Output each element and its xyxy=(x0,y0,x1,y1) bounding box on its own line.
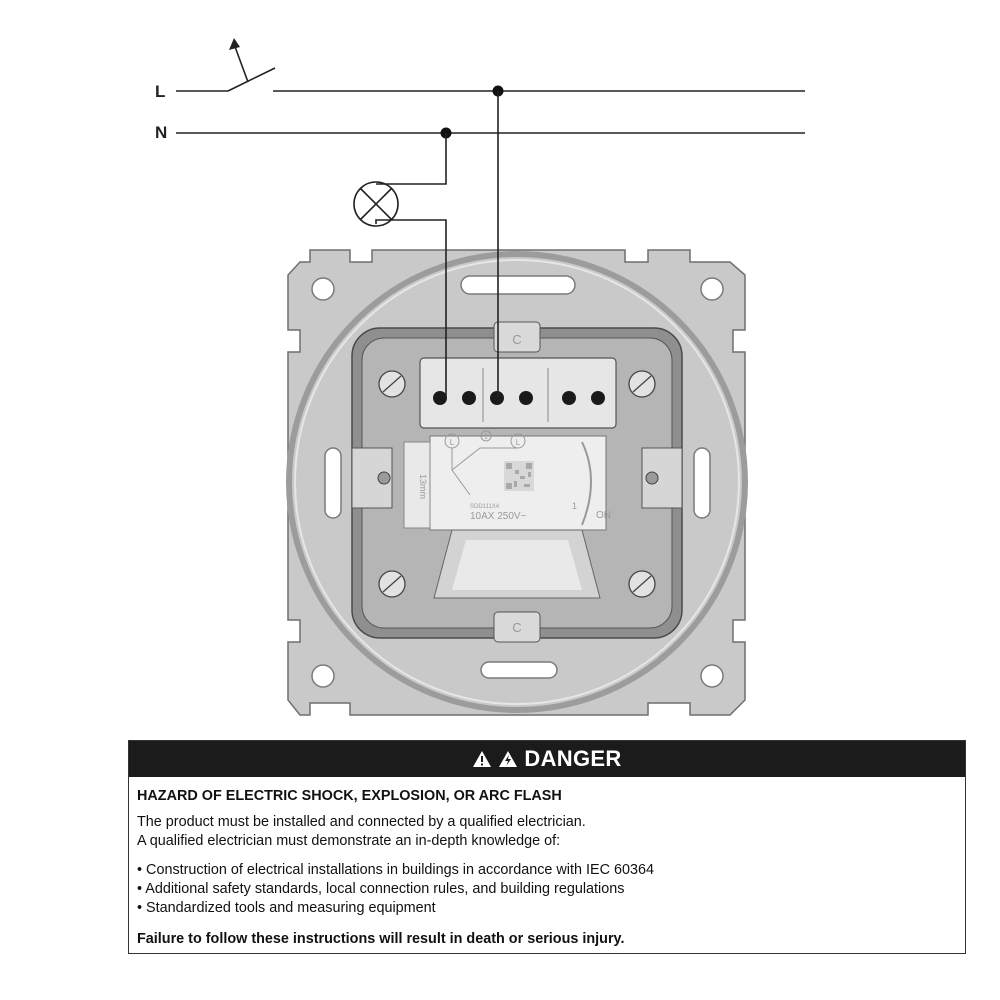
danger-body: HAZARD OF ELECTRIC SHOCK, EXPLOSION, OR … xyxy=(129,777,965,949)
plate-mark-l2: L xyxy=(516,438,521,447)
bottom-clip-mark: C xyxy=(512,620,521,635)
top-clip-mark: C xyxy=(512,332,521,347)
mounting-hole xyxy=(311,277,335,301)
terminal-holes xyxy=(433,391,605,405)
list-item: Standardized tools and measuring equipme… xyxy=(137,899,955,918)
line-label: L xyxy=(155,82,165,101)
wiring-diagram: L N C C xyxy=(155,38,805,716)
neutral-label: N xyxy=(155,123,167,142)
danger-notice: DANGER HAZARD OF ELECTRIC SHOCK, EXPLOSI… xyxy=(128,740,966,954)
qr-code-icon xyxy=(504,461,534,491)
plate-mark-1: 1 xyxy=(484,434,488,441)
danger-title: DANGER xyxy=(524,746,622,771)
screw xyxy=(378,370,656,598)
warning-triangle-icon xyxy=(473,751,492,767)
connection-wires xyxy=(375,91,499,398)
danger-header: DANGER xyxy=(129,741,965,777)
paragraph-line: A qualified electrician must demonstrate… xyxy=(137,833,561,849)
list-item: Construction of electrical installations… xyxy=(137,861,955,880)
mounting-hole xyxy=(311,664,335,688)
paragraph-line: The product must be installed and connec… xyxy=(137,814,586,830)
electric-hazard-icon xyxy=(499,751,518,767)
reference-small: SDD111X4 xyxy=(470,504,500,510)
list-item: Additional safety standards, local conne… xyxy=(137,880,955,899)
consequence-statement: Failure to follow these instructions wil… xyxy=(137,931,625,947)
plate-schematic xyxy=(444,430,526,496)
lamp-symbol-icon xyxy=(353,181,399,227)
mounting-hole xyxy=(700,277,724,301)
strip-length-label: 13mm xyxy=(418,474,428,499)
mounting-hole xyxy=(700,664,724,688)
requirements-list: Construction of electrical installations… xyxy=(137,861,955,918)
rating-label: 10AX 250V~ xyxy=(470,511,527,522)
position-number: 1 xyxy=(572,501,577,511)
hazard-title: HAZARD OF ELECTRIC SHOCK, EXPLOSION, OR … xyxy=(137,788,562,804)
state-label: ON xyxy=(596,510,611,521)
plate-mark-l: L xyxy=(450,438,455,447)
switch-symbol-icon xyxy=(227,38,276,92)
switch-mechanism: C C 13mm xyxy=(351,321,683,643)
